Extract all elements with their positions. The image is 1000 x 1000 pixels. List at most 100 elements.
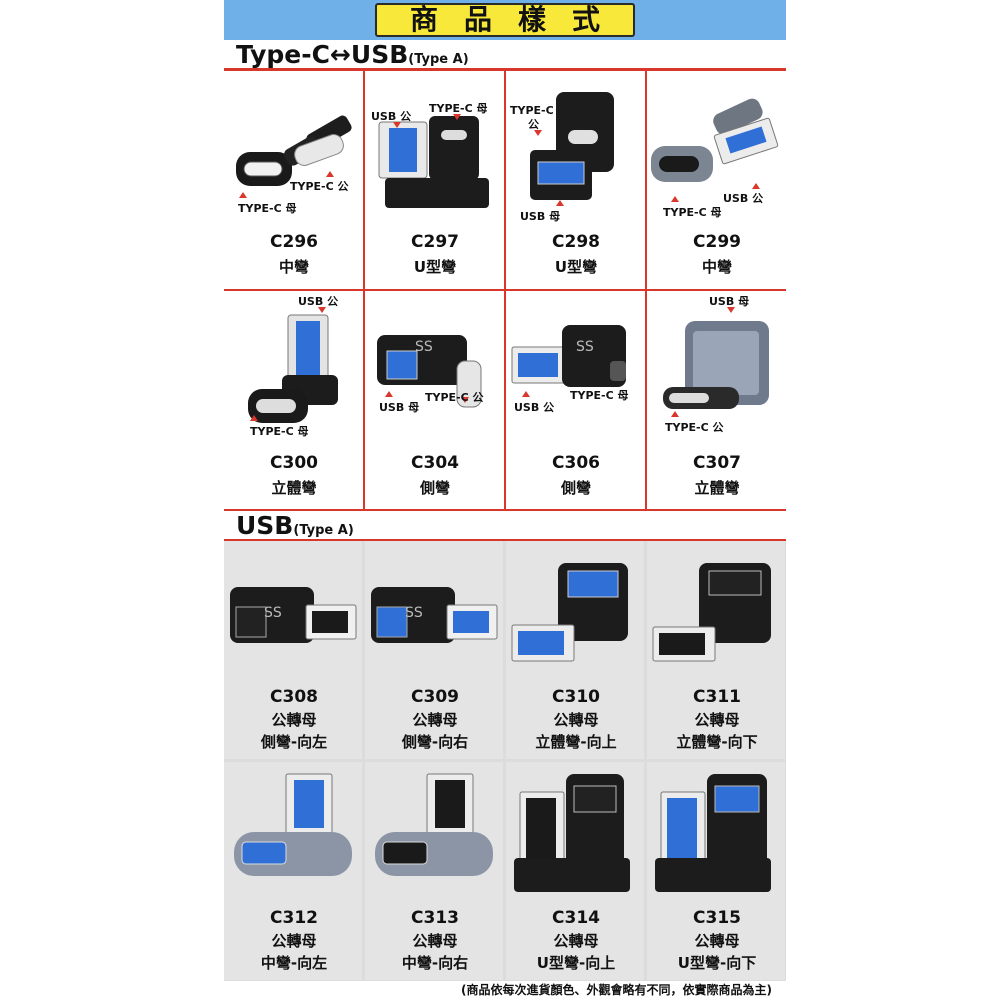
section-title-main: USB	[236, 511, 294, 540]
adapter-image-c312	[234, 773, 352, 876]
product-code: C304	[411, 453, 459, 473]
product-desc: 立體彎-向上	[535, 733, 617, 751]
adapter-image-c299	[651, 98, 779, 182]
product-desc: 公轉母	[694, 711, 740, 729]
product-card-c299[interactable]: USB 公 TYPE-C 母 C299 中彎	[647, 70, 787, 290]
product-code: C314	[552, 908, 600, 928]
product-card-c315[interactable]: C315 公轉母 U型彎-向下	[647, 762, 785, 980]
product-desc: U型彎	[413, 258, 457, 276]
product-desc: 公轉母	[271, 711, 317, 729]
grid-divider	[224, 509, 786, 511]
product-card-c310[interactable]: C310 公轉母 立體彎-向上	[506, 541, 644, 759]
product-card-c312[interactable]: C312 公轉母 中彎-向左	[224, 762, 362, 980]
product-card-c300[interactable]: USB 公 TYPE-C 母 C300 立體彎	[224, 291, 364, 511]
section-divider	[224, 68, 786, 71]
adapter-image-c304: SS	[377, 335, 482, 408]
product-desc: 中彎-向右	[401, 954, 469, 972]
product-card-c298[interactable]: TYPE-C 公 USB 母 C298 U型彎	[506, 70, 646, 290]
connector-label: TYPE-C 母	[570, 389, 629, 402]
section-title-sub: (Type A)	[293, 523, 354, 538]
product-code: C310	[552, 687, 600, 707]
product-code: C298	[552, 232, 600, 252]
product-desc: U型彎	[554, 258, 598, 276]
product-card-c306[interactable]: SS TYPE-C 母 USB 公 C306 側彎	[506, 291, 646, 511]
product-desc: 公轉母	[412, 932, 458, 950]
adapter-image-c297	[378, 116, 489, 208]
section-title-sub: (Type A)	[408, 52, 469, 67]
product-desc: 側彎	[560, 479, 591, 497]
product-desc: 公轉母	[553, 932, 599, 950]
product-card-c308[interactable]: SS C308 公轉母 側彎-向左	[224, 541, 362, 759]
svg-text:SS: SS	[405, 605, 423, 621]
product-desc: 立體彎-向下	[676, 733, 758, 751]
section-heading-usb: USB(Type A)	[236, 511, 354, 540]
adapter-image-c310	[511, 563, 628, 662]
connector-label: USB 公	[514, 401, 555, 414]
product-card-c304[interactable]: SS TYPE-C 公 USB 母 C304 側彎	[365, 291, 505, 511]
connector-label: TYPE-C 公	[425, 391, 484, 404]
product-code: C315	[693, 908, 741, 928]
product-grid-typec-usb: TYPE-C 公 TYPE-C 母 C296 中彎 USB 公 TYPE-C 母…	[224, 70, 787, 511]
connector-label: TYPE-C 母	[250, 425, 309, 438]
product-desc: 公轉母	[694, 932, 740, 950]
product-code: C296	[270, 232, 318, 252]
header-banner: 商品樣式	[224, 0, 786, 40]
product-card-c311[interactable]: C311 公轉母 立體彎-向下	[647, 541, 785, 759]
connector-label: USB 公	[298, 295, 339, 308]
connector-label: USB 母	[520, 210, 561, 223]
connector-label: TYPE-C	[510, 104, 554, 117]
connector-label: TYPE-C 公	[665, 421, 724, 434]
connector-label: 公	[528, 118, 539, 131]
adapter-image-c307	[663, 321, 769, 409]
catalog-page: 商品樣式 Type-C↔USB(Type A) TYPE-C 公 TYPE-C …	[224, 0, 786, 1000]
connector-label: USB 公	[371, 110, 412, 123]
product-code: C299	[693, 232, 741, 252]
product-code: C306	[552, 453, 600, 473]
svg-text:SS: SS	[576, 339, 594, 355]
product-card-c297[interactable]: USB 公 TYPE-C 母 C297 U型彎	[365, 70, 505, 290]
product-code: C307	[693, 453, 741, 473]
connector-label: TYPE-C 公	[290, 180, 349, 193]
product-code: C313	[411, 908, 459, 928]
product-code: C297	[411, 232, 459, 252]
product-code: C312	[270, 908, 318, 928]
product-card-c309[interactable]: SS C309 公轉母 側彎-向右	[365, 541, 503, 759]
page-title: 商品樣式	[375, 3, 635, 37]
product-desc: 立體彎	[694, 479, 740, 497]
product-desc: 公轉母	[271, 932, 317, 950]
product-desc: 中彎	[278, 258, 309, 276]
product-grid-usb: SS C308 公轉母 側彎-向左 SS C309 公轉母 側彎-向右	[224, 541, 786, 981]
adapter-image-c314	[514, 774, 630, 892]
product-code: C308	[270, 687, 318, 707]
connector-label: TYPE-C 母	[238, 202, 297, 215]
svg-text:SS: SS	[415, 339, 433, 355]
product-desc: 側彎	[419, 479, 450, 497]
product-desc: 公轉母	[553, 711, 599, 729]
connector-label: USB 母	[379, 401, 420, 414]
grid-divider	[224, 289, 786, 291]
product-code: C300	[270, 453, 318, 473]
product-code: C309	[411, 687, 459, 707]
adapter-image-c315	[655, 774, 771, 892]
adapter-image-c309: SS	[371, 587, 498, 643]
connector-label: USB 母	[709, 295, 750, 308]
connector-label: USB 公	[723, 192, 764, 205]
product-desc: 立體彎	[271, 479, 317, 497]
section-heading-typec-usb: Type-C↔USB(Type A)	[236, 40, 469, 69]
product-card-c313[interactable]: C313 公轉母 中彎-向右	[365, 762, 503, 980]
product-card-c296[interactable]: TYPE-C 公 TYPE-C 母 C296 中彎	[224, 70, 364, 290]
product-card-c314[interactable]: C314 公轉母 U型彎-向上	[506, 762, 644, 980]
section-divider	[224, 539, 786, 541]
product-desc: 中彎-向左	[260, 954, 328, 972]
footer-note: (商品依每次進貨顏色、外觀會略有不同，依實際商品為主)	[461, 983, 772, 997]
product-desc: 側彎-向右	[401, 733, 469, 751]
adapter-image-c311	[652, 563, 771, 662]
adapter-image-c298	[530, 92, 614, 200]
adapter-image-c300	[248, 314, 338, 423]
product-desc: U型彎-向下	[677, 954, 757, 972]
product-desc: 中彎	[701, 258, 732, 276]
product-card-c307[interactable]: USB 母 TYPE-C 公 C307 立體彎	[647, 291, 787, 511]
connector-label: TYPE-C 母	[429, 102, 488, 115]
svg-text:SS: SS	[264, 605, 282, 621]
connector-label: TYPE-C 母	[663, 206, 722, 219]
